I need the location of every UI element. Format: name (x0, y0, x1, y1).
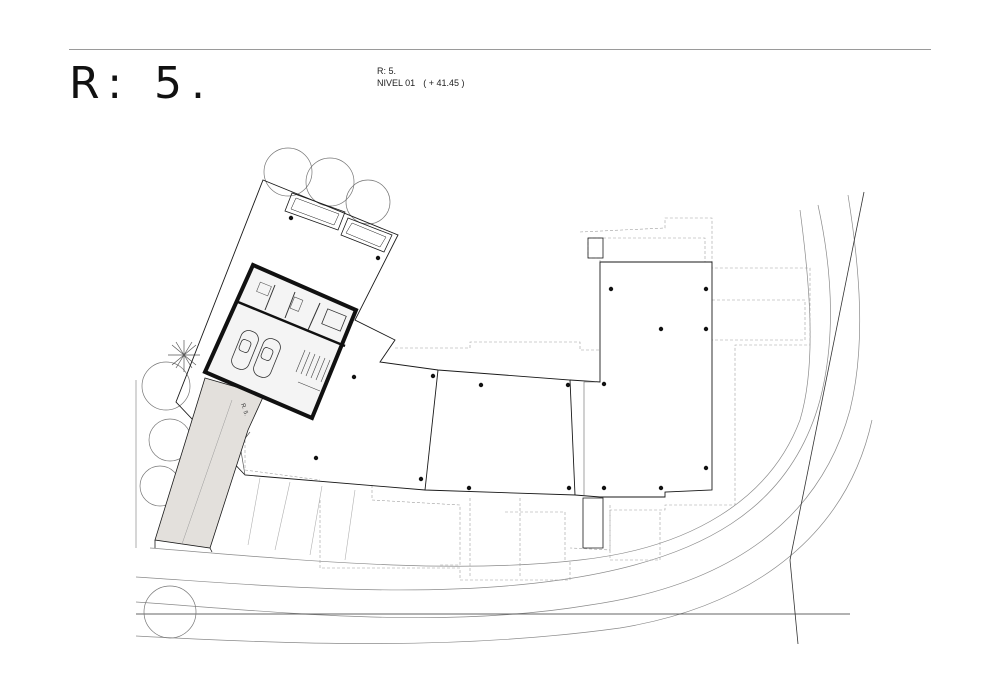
sheet-subtitle: R: 5. (377, 66, 397, 76)
palm-icon (168, 340, 200, 372)
sheet-title: R: 5. (69, 58, 215, 109)
ramp (154, 377, 265, 553)
level-line: NIVEL 01 ( + 41.45 ) (377, 77, 464, 89)
core-block (202, 262, 359, 421)
tree-icon (305, 157, 355, 207)
skylights (284, 192, 604, 549)
stairs (295, 349, 331, 392)
ramp-label: R. 5. (239, 403, 249, 417)
sheet-caption: R: 5. NIVEL 01 ( + 41.45 ) (377, 65, 464, 89)
tree-icon (345, 179, 391, 225)
car-icon (231, 330, 259, 370)
tree-icon (143, 585, 197, 639)
header-rule (69, 49, 931, 50)
parking-lines (247, 477, 356, 561)
level-value: ( + 41.45 ) (423, 78, 465, 88)
level-label: NIVEL 01 (377, 78, 416, 88)
tree-icon (141, 361, 191, 411)
columns (288, 215, 709, 491)
tree-icon (263, 147, 313, 197)
lower-level-outline (244, 217, 811, 581)
trees (139, 147, 391, 639)
car-icon (253, 338, 281, 378)
site-roads (135, 191, 873, 645)
